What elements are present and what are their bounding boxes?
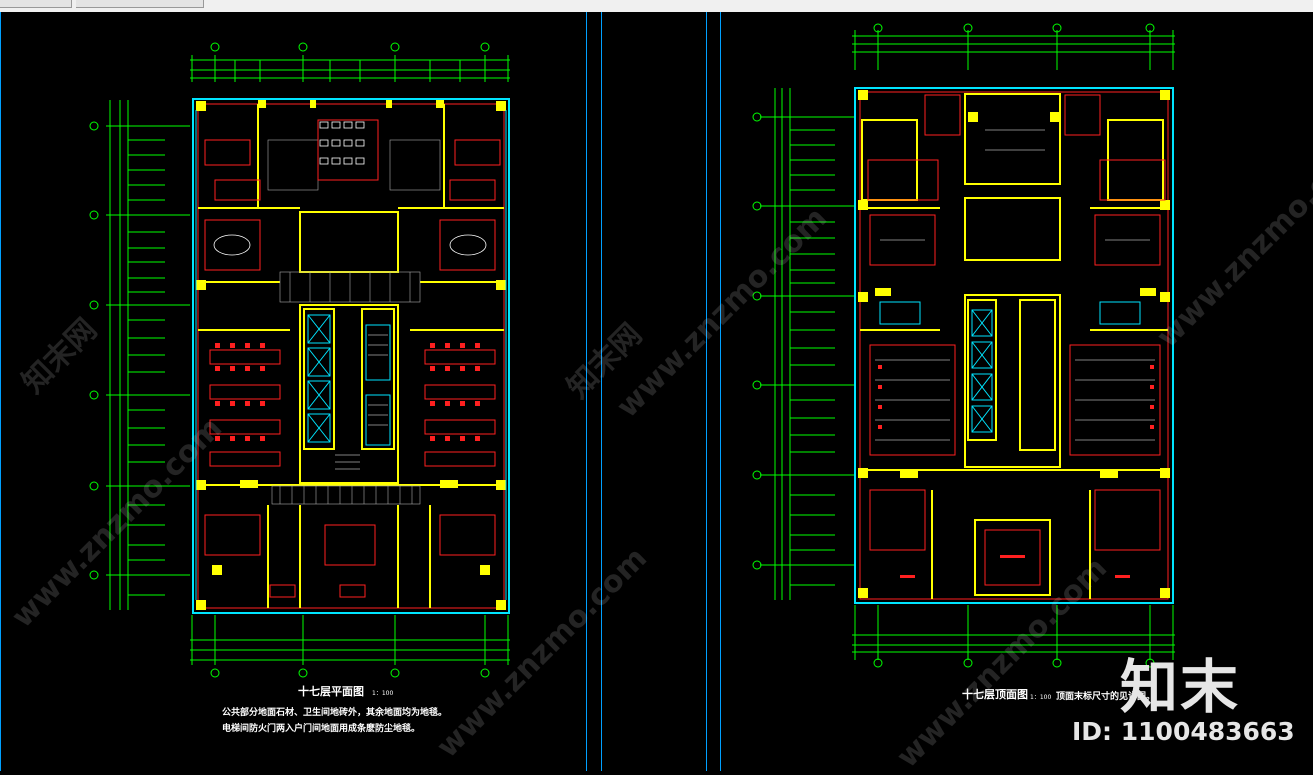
ceiling-plan-drawing: [752, 23, 1175, 668]
file-tab-2[interactable]: [76, 0, 204, 8]
app-toolbar: [0, 0, 1313, 12]
floor-plan-note-1: 公共部分地面石材、卫生间地砖外，其余地面均为地毯。: [222, 708, 448, 718]
right-sheet-border: [720, 12, 721, 771]
file-tab-1[interactable]: [0, 0, 72, 8]
left-sheet-frame: [0, 12, 602, 771]
brand-logo: 知末: [1120, 653, 1241, 721]
ceiling-plan-scale: 1：100: [1030, 694, 1052, 701]
left-sheet-border: [586, 12, 587, 771]
floor-plan-note-2: 电梯间防火门两入户门间地面用成条麽防尘地毯。: [222, 724, 421, 734]
brand-id: ID: 1100483663: [1072, 717, 1295, 746]
ceiling-plan-note: 顶面末标尺寸的见详图。: [1056, 692, 1156, 702]
ceiling-plan-title: 十七层顶面图: [962, 688, 1028, 701]
floor-plan-scale: 1：100: [372, 690, 394, 697]
right-sheet-frame: [706, 12, 1313, 771]
floor-plan-drawing: [89, 42, 510, 678]
floor-plan-title: 十七层平面图: [298, 685, 364, 698]
